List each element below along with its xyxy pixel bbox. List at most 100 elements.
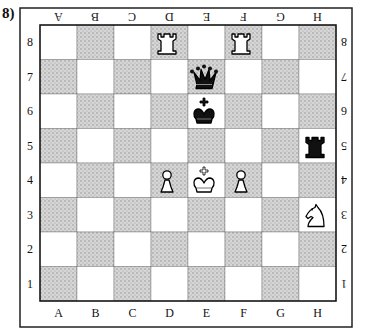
dark-square bbox=[40, 267, 77, 302]
rank-label: 7 bbox=[341, 70, 347, 84]
light-square bbox=[151, 267, 188, 302]
dark-square bbox=[262, 198, 299, 233]
dark-square bbox=[40, 129, 77, 164]
dark-square bbox=[114, 129, 151, 164]
rank-label: 8 bbox=[341, 35, 347, 49]
light-square bbox=[40, 94, 77, 129]
rank-label: 3 bbox=[27, 208, 33, 222]
light-square bbox=[188, 232, 225, 267]
light-square bbox=[77, 129, 114, 164]
rank-label: 5 bbox=[341, 139, 347, 153]
light-square bbox=[77, 267, 114, 302]
rank-label: 6 bbox=[27, 104, 33, 118]
light-square bbox=[262, 94, 299, 129]
dark-square bbox=[77, 25, 114, 60]
dark-square bbox=[77, 163, 114, 198]
light-square bbox=[299, 267, 336, 302]
dark-square bbox=[114, 267, 151, 302]
light-square bbox=[262, 25, 299, 60]
black-queen bbox=[190, 65, 218, 89]
rank-label: 1 bbox=[27, 277, 33, 291]
light-square bbox=[40, 25, 77, 60]
light-square bbox=[225, 198, 262, 233]
dark-square bbox=[114, 198, 151, 233]
rank-label: 8 bbox=[27, 35, 33, 49]
rank-label: 1 bbox=[341, 277, 347, 291]
dark-square bbox=[299, 232, 336, 267]
file-label: F bbox=[240, 10, 247, 24]
dark-square bbox=[188, 198, 225, 233]
dark-square bbox=[299, 163, 336, 198]
white-rook bbox=[158, 34, 176, 54]
file-label: D bbox=[165, 306, 174, 320]
diagram-number: 8) bbox=[2, 6, 15, 20]
rank-label: 2 bbox=[341, 242, 347, 256]
dark-square bbox=[188, 267, 225, 302]
light-square bbox=[151, 60, 188, 95]
white-rook bbox=[232, 34, 250, 54]
light-square bbox=[262, 232, 299, 267]
dark-square bbox=[188, 129, 225, 164]
light-square bbox=[114, 163, 151, 198]
light-square bbox=[151, 129, 188, 164]
dark-square bbox=[151, 25, 188, 60]
white-king bbox=[194, 167, 214, 192]
light-square bbox=[299, 60, 336, 95]
light-square bbox=[40, 232, 77, 267]
light-square bbox=[225, 129, 262, 164]
file-label: B bbox=[91, 10, 99, 24]
white-knight bbox=[306, 205, 324, 227]
dark-square bbox=[299, 25, 336, 60]
file-label: G bbox=[276, 306, 285, 320]
dark-square bbox=[262, 60, 299, 95]
dark-square bbox=[188, 60, 225, 95]
file-label: H bbox=[313, 306, 322, 320]
rank-label: 4 bbox=[341, 173, 347, 187]
rank-label: 5 bbox=[27, 139, 33, 153]
board-squares bbox=[40, 25, 336, 301]
dark-square bbox=[225, 163, 262, 198]
white-pawn bbox=[161, 171, 173, 192]
file-label: F bbox=[240, 306, 247, 320]
black-king bbox=[194, 98, 214, 123]
file-label: B bbox=[91, 306, 99, 320]
file-label: E bbox=[203, 10, 210, 24]
dark-square bbox=[151, 163, 188, 198]
light-square bbox=[225, 267, 262, 302]
light-square bbox=[188, 94, 225, 129]
file-label: A bbox=[54, 306, 63, 320]
file-label: E bbox=[203, 306, 210, 320]
dark-square bbox=[225, 25, 262, 60]
light-square bbox=[299, 129, 336, 164]
light-square bbox=[40, 163, 77, 198]
board-border bbox=[40, 25, 336, 301]
light-square bbox=[114, 25, 151, 60]
pieces bbox=[158, 34, 324, 227]
dark-square bbox=[262, 129, 299, 164]
dark-square bbox=[77, 94, 114, 129]
file-label: G bbox=[276, 10, 285, 24]
file-label: D bbox=[165, 10, 174, 24]
file-label: A bbox=[54, 10, 63, 24]
rank-label: 6 bbox=[341, 104, 347, 118]
rank-label: 2 bbox=[27, 242, 33, 256]
light-square bbox=[114, 232, 151, 267]
light-square bbox=[299, 198, 336, 233]
dark-square bbox=[151, 232, 188, 267]
dark-square bbox=[225, 94, 262, 129]
dark-square bbox=[114, 60, 151, 95]
rank-label: 7 bbox=[27, 70, 33, 84]
light-square bbox=[77, 60, 114, 95]
rank-label: 3 bbox=[341, 208, 347, 222]
dark-square bbox=[225, 232, 262, 267]
black-rook bbox=[306, 138, 324, 158]
rank-label: 4 bbox=[27, 173, 33, 187]
dark-square bbox=[262, 267, 299, 302]
board-frame bbox=[20, 8, 352, 327]
light-square bbox=[151, 198, 188, 233]
light-square bbox=[114, 94, 151, 129]
light-square bbox=[262, 163, 299, 198]
light-square bbox=[77, 198, 114, 233]
light-square bbox=[188, 25, 225, 60]
